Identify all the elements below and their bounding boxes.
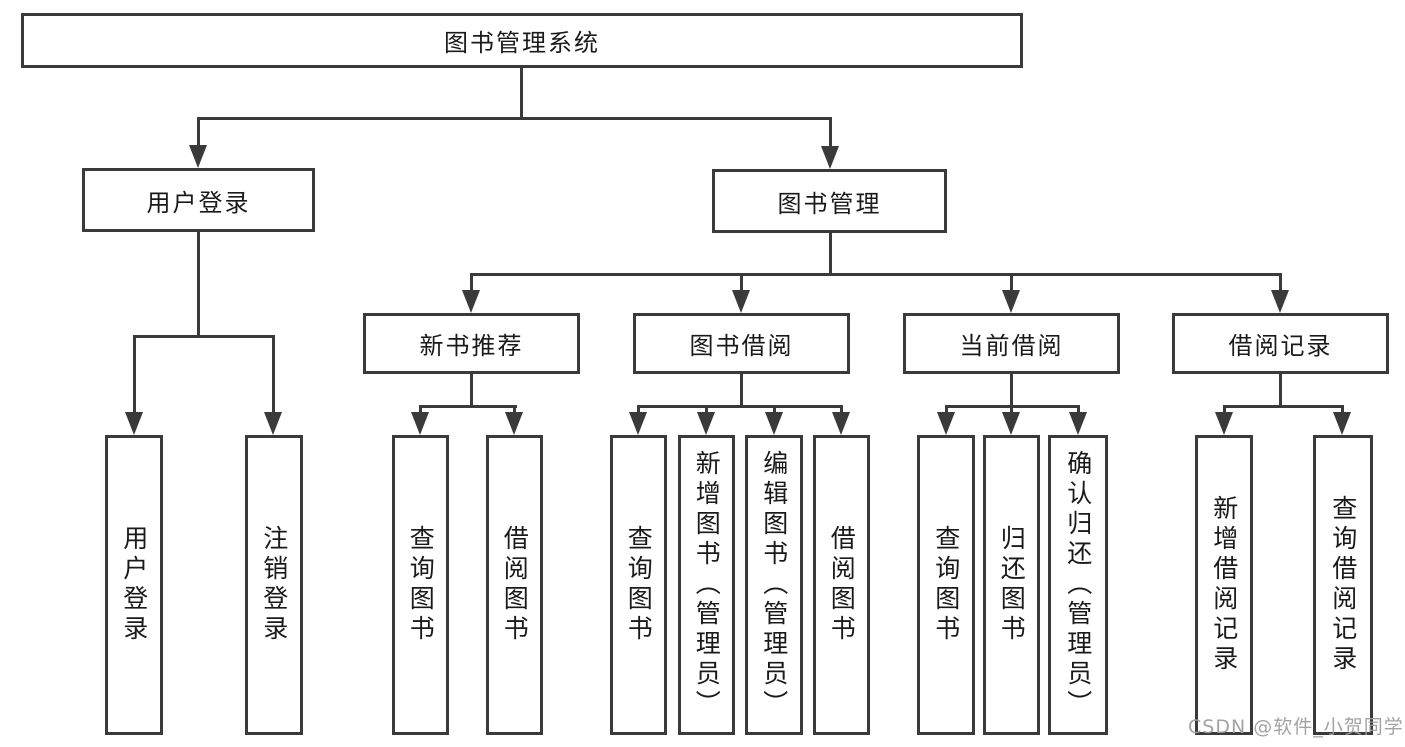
connector-new-book-recommendation-split <box>419 405 517 408</box>
arrowhead-user-login <box>189 145 207 168</box>
connector-leaf <box>1223 405 1226 417</box>
arrowhead-leaf-return-books <box>1002 412 1020 435</box>
connector-leaf <box>840 405 843 417</box>
leaf-label: 查询借阅记录 <box>1328 495 1358 675</box>
arrowhead-leaf-add-borrow-record <box>1215 412 1233 435</box>
connector-book-management-split <box>470 273 1282 276</box>
leaf-label: 确认归还（管理员） <box>1063 450 1093 720</box>
leaf-borrow-books-1: 借阅图书 <box>486 435 543 735</box>
arrowhead-leaf-borrow-books-2 <box>832 412 850 435</box>
arrowhead-leaf-add-books <box>697 412 715 435</box>
connector-leaf <box>945 405 948 417</box>
arrowhead-borrowing-records <box>1271 290 1289 313</box>
connector-root-split <box>197 117 832 120</box>
connector-current-borrowing-stem <box>1010 371 1013 408</box>
leaf-query-books-1: 查询图书 <box>392 435 449 735</box>
connector-root-stem <box>520 66 523 120</box>
connector-leaf <box>1341 405 1344 417</box>
connector-to-book-borrowing <box>740 273 743 293</box>
arrowhead-leaf-borrow-books-1 <box>505 412 523 435</box>
leaf-label: 查询图书 <box>406 525 436 645</box>
connector-to-leaf-logout <box>272 335 275 414</box>
connector-to-borrowing-records <box>1279 273 1282 293</box>
connector-leaf <box>705 405 708 417</box>
arrowhead-leaf-logout <box>264 412 282 435</box>
leaf-edit-books-admin: 编辑图书（管理员） <box>745 435 803 735</box>
connector-borrowing-records-split <box>1223 405 1344 408</box>
connector-book-borrowing-stem <box>740 371 743 408</box>
connector-to-current-borrowing <box>1010 273 1013 293</box>
connector-to-user-login <box>197 117 200 147</box>
connector-leaf <box>419 405 422 417</box>
leaf-return-books: 归还图书 <box>983 435 1040 735</box>
leaf-label: 查询图书 <box>931 525 961 645</box>
arrowhead-leaf-user-login <box>125 412 143 435</box>
connector-book-management-stem <box>829 230 832 276</box>
leaf-add-borrow-record: 新增借阅记录 <box>1195 435 1253 735</box>
arrowhead-leaf-query-books-2 <box>629 412 647 435</box>
node-book-borrowing: 图书借阅 <box>633 313 850 374</box>
leaf-query-books-2: 查询图书 <box>610 435 667 735</box>
arrowhead-current-borrowing <box>1002 290 1020 313</box>
leaf-label: 归还图书 <box>997 525 1027 645</box>
leaf-label: 新增图书（管理员） <box>692 450 722 720</box>
connector-new-book-recommendation-stem <box>470 371 473 408</box>
node-library-management-system: 图书管理系统 <box>21 13 1023 68</box>
leaf-query-books-3: 查询图书 <box>917 435 975 735</box>
connector-to-book-management <box>829 117 832 148</box>
leaf-borrow-books-2: 借阅图书 <box>813 435 870 735</box>
connector-to-leaf-user-login <box>133 335 136 414</box>
leaf-label: 编辑图书（管理员） <box>759 450 789 720</box>
connector-leaf <box>637 405 640 417</box>
node-borrowing-records: 借阅记录 <box>1172 313 1389 374</box>
connector-to-new-book-recommendation <box>470 273 473 293</box>
leaf-confirm-return-admin: 确认归还（管理员） <box>1048 435 1108 735</box>
connector-user-login-split <box>133 335 275 338</box>
arrowhead-new-book-recommendation <box>462 290 480 313</box>
leaf-label: 查询图书 <box>624 525 654 645</box>
leaf-query-borrow-record: 查询借阅记录 <box>1313 435 1373 735</box>
arrowhead-book-management <box>821 146 839 169</box>
leaf-label: 用户登录 <box>119 525 149 645</box>
connector-borrowing-records-stem <box>1279 371 1282 408</box>
connector-leaf <box>773 405 776 417</box>
arrowhead-leaf-confirm-return <box>1069 412 1087 435</box>
leaf-label: 注销登录 <box>259 525 289 645</box>
leaf-label: 借阅图书 <box>500 525 530 645</box>
arrowhead-leaf-query-books-3 <box>937 412 955 435</box>
arrowhead-leaf-edit-books <box>765 412 783 435</box>
connector-leaf <box>513 405 516 417</box>
connector-leaf <box>1077 405 1080 417</box>
node-current-borrowing: 当前借阅 <box>903 313 1120 374</box>
node-new-book-recommendation: 新书推荐 <box>363 313 580 374</box>
leaf-label: 新增借阅记录 <box>1209 495 1239 675</box>
leaf-label: 借阅图书 <box>827 525 857 645</box>
connector-leaf <box>1010 405 1013 417</box>
leaf-user-login: 用户登录 <box>105 435 163 735</box>
watermark: CSDN @软件_小贺同学 <box>1188 716 1404 738</box>
arrowhead-leaf-query-books-1 <box>411 412 429 435</box>
connector-user-login-stem <box>197 229 200 338</box>
arrowhead-leaf-query-borrow-record <box>1333 412 1351 435</box>
arrowhead-book-borrowing <box>732 290 750 313</box>
leaf-logout: 注销登录 <box>245 435 303 735</box>
leaf-add-books-admin: 新增图书（管理员） <box>678 435 735 735</box>
node-book-management: 图书管理 <box>712 169 947 233</box>
connector-book-borrowing-split <box>637 405 843 408</box>
node-user-login: 用户登录 <box>82 168 315 232</box>
